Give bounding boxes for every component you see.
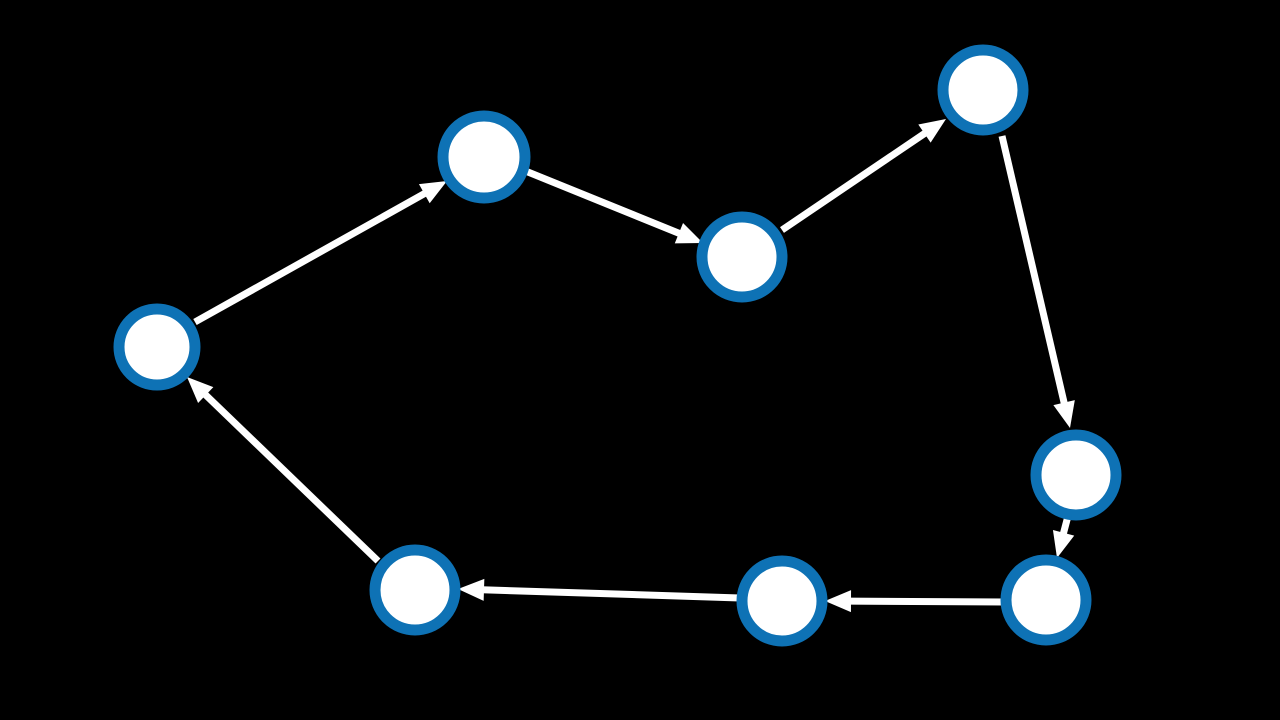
node-ring — [437, 110, 531, 204]
graph-node[interactable] — [1000, 554, 1092, 646]
edge-arrowhead — [1052, 530, 1075, 558]
edge-shaft — [193, 189, 428, 326]
node-ring — [1030, 429, 1122, 521]
graph-edge[interactable] — [187, 377, 381, 564]
node-ring — [937, 44, 1029, 136]
edge-shaft — [201, 391, 381, 564]
graph-node[interactable] — [113, 303, 201, 391]
edge-shaft — [481, 586, 741, 602]
node-ring — [369, 544, 461, 636]
edge-shaft — [521, 166, 683, 238]
edge-shaft — [998, 135, 1068, 406]
edge-arrowhead — [918, 119, 946, 143]
graph-edge[interactable] — [825, 590, 1006, 613]
node-layer — [113, 44, 1122, 647]
graph-edge[interactable] — [458, 578, 741, 602]
graph-node[interactable] — [736, 555, 828, 647]
edge-shaft — [780, 129, 929, 233]
edge-arrowhead — [825, 590, 852, 613]
graph-edge[interactable] — [521, 166, 703, 244]
edge-layer — [187, 119, 1075, 613]
edge-arrowhead — [458, 578, 485, 601]
graph-node[interactable] — [369, 544, 461, 636]
graph-node[interactable] — [437, 110, 531, 204]
graph-node[interactable] — [937, 44, 1029, 136]
graph-edge[interactable] — [998, 135, 1075, 428]
graph-edge[interactable] — [780, 119, 946, 233]
graph-node[interactable] — [696, 211, 788, 303]
edge-arrowhead — [1053, 400, 1075, 428]
graph-node[interactable] — [1030, 429, 1122, 521]
node-ring — [696, 211, 788, 303]
node-ring — [1000, 554, 1092, 646]
edge-arrowhead — [187, 377, 214, 403]
graph-edge[interactable] — [193, 181, 447, 326]
node-ring — [113, 303, 201, 391]
node-ring — [736, 555, 828, 647]
edge-shaft — [848, 597, 1006, 606]
edge-arrowhead — [674, 223, 703, 244]
edge-arrowhead — [418, 181, 447, 204]
